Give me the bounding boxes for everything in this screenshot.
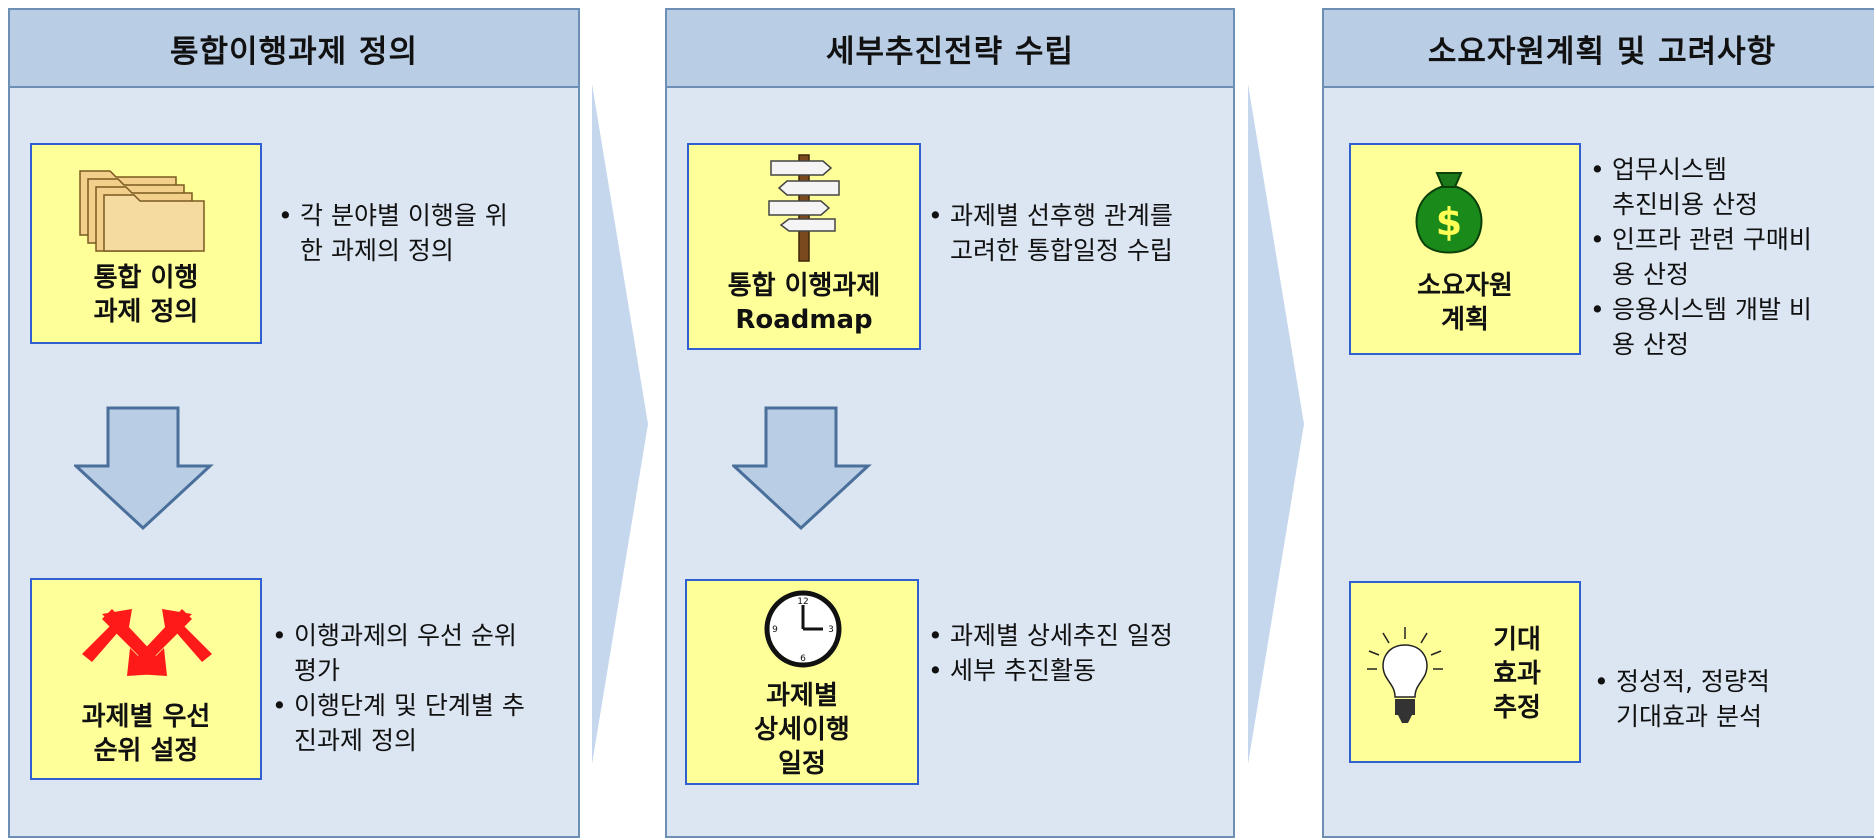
bullet-item: 정성적, 정량적 기대효과 분석: [1592, 664, 1872, 734]
step-box-roadmap: 통합 이행과제 Roadmap: [687, 143, 921, 350]
signpost-icon: [768, 154, 840, 262]
step-label: 통합 이행 과제 정의: [93, 263, 199, 327]
lightbulb-icon: [1367, 627, 1443, 723]
bullet-list: 각 분야별 이행을 위 한 과제의 정의: [276, 198, 566, 268]
svg-text:9: 9: [772, 625, 778, 635]
step-label: 소요자원 계획: [1417, 271, 1513, 335]
bullet-item: 과제별 선후행 관계를 고려한 통합일정 수립: [926, 198, 1231, 268]
step-label: 과제별 상세이행 일정: [754, 681, 850, 779]
bullet-item: 세부 추진활동: [926, 653, 1231, 688]
svg-text:$: $: [1436, 200, 1462, 244]
column-title: 세부추진전략 수립: [667, 10, 1233, 88]
step-box-detailed-schedule: 12 3 6 9 과제별 상세이행 일정: [685, 579, 919, 785]
step-label: 통합 이행과제 Roadmap: [727, 271, 881, 335]
step-box-resource-plan: $ 소요자원 계획: [1349, 143, 1581, 355]
column-title: 소요자원계획 및 고려사항: [1324, 10, 1874, 88]
down-arrow-icon: [732, 406, 872, 531]
bullet-item: 이행단계 및 단계별 추 진과제 정의: [270, 688, 570, 758]
step-box-expected-effect: 기대 효과 추정: [1349, 581, 1581, 763]
bullet-item: 응용시스템 개발 비 용 산정: [1588, 292, 1868, 362]
folders-icon: [79, 170, 205, 252]
bullet-item: 인프라 관련 구매비 용 산정: [1588, 222, 1868, 292]
bullet-list: 업무시스템 추진비용 산정 인프라 관련 구매비 용 산정 응용시스템 개발 비…: [1588, 152, 1868, 362]
step-label: 과제별 우선 순위 설정: [81, 702, 211, 766]
step-box-priority: 과제별 우선 순위 설정: [30, 578, 262, 780]
svg-text:12: 12: [797, 597, 808, 607]
bullet-list: 정성적, 정량적 기대효과 분석: [1592, 664, 1872, 734]
bullet-list: 과제별 선후행 관계를 고려한 통합일정 수립: [926, 198, 1231, 268]
money-bag-icon: $: [1415, 172, 1483, 254]
step-label: 기대 효과 추정: [1493, 625, 1541, 723]
bullet-item: 과제별 상세추진 일정: [926, 618, 1231, 653]
bullet-list: 이행과제의 우선 순위 평가 이행단계 및 단계별 추 진과제 정의: [270, 618, 570, 758]
bullet-item: 업무시스템 추진비용 산정: [1588, 152, 1868, 222]
clock-icon: 12 3 6 9: [764, 590, 842, 668]
svg-text:3: 3: [828, 625, 834, 635]
red-arrows-icon: [82, 609, 212, 676]
bullet-item: 각 분야별 이행을 위 한 과제의 정의: [276, 198, 566, 268]
svg-text:6: 6: [800, 654, 806, 664]
chevron-connector-1: [592, 84, 648, 764]
step-box-task-definition: 통합 이행 과제 정의: [30, 143, 262, 344]
bullet-item: 이행과제의 우선 순위 평가: [270, 618, 570, 688]
chevron-connector-2: [1248, 84, 1304, 764]
down-arrow-icon: [74, 406, 214, 531]
column-title: 통합이행과제 정의: [10, 10, 578, 88]
bullet-list: 과제별 상세추진 일정 세부 추진활동: [926, 618, 1231, 688]
